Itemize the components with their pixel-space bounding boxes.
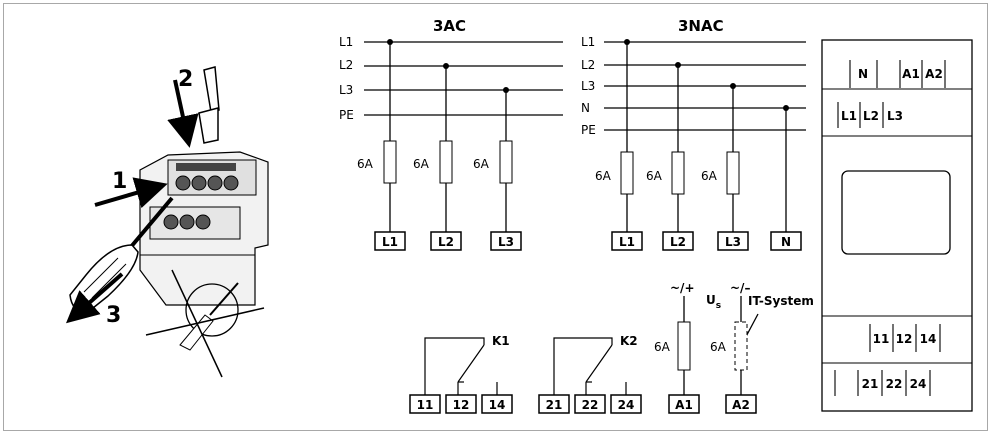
prohibited-usage-icon	[145, 269, 265, 378]
ac3-line-l2: L2	[339, 58, 353, 72]
device-label-24: 24	[910, 377, 927, 391]
svg-text:11: 11	[417, 398, 434, 412]
figure-frame	[3, 3, 988, 431]
nac3-line-n: N	[581, 101, 590, 115]
arrow-3-icon	[65, 272, 124, 324]
terminal-screws-row2-icon	[163, 214, 211, 230]
device-label-l3: L3	[887, 109, 903, 123]
relay-k2-terminal-22: 22	[574, 394, 606, 414]
nac3-network: 3NAC L1 L2 L3 N PE 6A 6A	[581, 17, 806, 251]
nac3-line-pe: PE	[581, 123, 596, 137]
ac3-fuse-1: 6A	[357, 140, 397, 184]
device-display-window	[841, 170, 951, 255]
terminal-a2: A2	[725, 394, 757, 414]
device-label-n: N	[858, 67, 868, 81]
fuse-a2-dashed	[734, 321, 748, 371]
supply-minus-label: ~/–	[730, 281, 750, 295]
nac3-title: 3NAC	[678, 17, 724, 35]
svg-text:L2: L2	[670, 235, 686, 249]
relay-k1-terminal-11: 11	[409, 394, 441, 414]
svg-text:A1: A1	[675, 398, 693, 412]
nac3-terminal-l3: L3	[717, 231, 749, 251]
ac3-title: 3AC	[433, 17, 466, 35]
arrow-2-icon	[167, 79, 199, 148]
nac3-terminal-n: N	[770, 231, 802, 251]
us-label: Us	[706, 293, 721, 311]
terminal-screws-row1-icon	[175, 175, 239, 191]
ac3-terminal-l2: L2	[430, 231, 462, 251]
ac3-network: 3AC L1 L2 L3 PE 6A 6A 6A	[339, 17, 563, 251]
ac3-line-pe: PE	[339, 108, 354, 122]
device-label-a1: A1	[902, 67, 920, 81]
device-housing-icon	[139, 151, 269, 306]
arrow-1-icon	[94, 177, 168, 209]
svg-text:A2: A2	[732, 398, 750, 412]
svg-text:L3: L3	[725, 235, 741, 249]
device-label-a2: A2	[925, 67, 943, 81]
relay-k2-terminal-24: 24	[610, 394, 642, 414]
svg-text:6A: 6A	[413, 157, 430, 171]
ac3-terminal-l1: L1	[374, 231, 406, 251]
svg-text:22: 22	[582, 398, 599, 412]
device-label-l1: L1	[841, 109, 857, 123]
fuse-a2-label: 6A	[710, 340, 727, 354]
installation-illustration: 1 2 3	[65, 66, 269, 378]
ac3-line-l3: L3	[339, 83, 353, 97]
nac3-terminal-l2: L2	[662, 231, 694, 251]
step-2-label: 2	[178, 67, 193, 92]
nac3-fuse-3: 6A	[701, 151, 740, 195]
supply-circuit: ~/+ ~/– Us IT-System 6A 6A A1 A2	[654, 281, 814, 414]
device-label-12: 12	[896, 332, 913, 346]
ac3-fuse-3: 6A	[473, 140, 513, 184]
svg-text:L3: L3	[498, 235, 514, 249]
svg-text:24: 24	[618, 398, 635, 412]
fuse-a1-label: 6A	[654, 340, 671, 354]
svg-text:6A: 6A	[646, 169, 663, 183]
svg-text:L2: L2	[438, 235, 454, 249]
svg-text:6A: 6A	[595, 169, 612, 183]
device-label-11: 11	[873, 332, 890, 346]
svg-text:14: 14	[489, 398, 506, 412]
device-label-22: 22	[886, 377, 903, 391]
step-3-label: 3	[106, 303, 121, 328]
terminal-a1: A1	[668, 394, 700, 414]
nac3-line-l2: L2	[581, 58, 595, 72]
svg-text:6A: 6A	[357, 157, 374, 171]
svg-text:N: N	[781, 235, 791, 249]
nac3-terminal-l1: L1	[611, 231, 643, 251]
relay-k1-terminal-14: 14	[481, 394, 513, 414]
fuse-a1	[677, 321, 691, 371]
svg-text:6A: 6A	[701, 169, 718, 183]
ac3-fuse-2: 6A	[413, 140, 453, 184]
device-label-l2: L2	[863, 109, 879, 123]
ac3-line-l1: L1	[339, 35, 353, 49]
device-label-14: 14	[920, 332, 937, 346]
svg-text:21: 21	[546, 398, 563, 412]
device-label-21: 21	[862, 377, 879, 391]
nac3-fuse-2: 6A	[646, 151, 685, 195]
relay-k2-terminal-21: 21	[538, 394, 570, 414]
svg-text:12: 12	[453, 398, 470, 412]
nac3-line-l1: L1	[581, 35, 595, 49]
svg-text:L1: L1	[382, 235, 398, 249]
screwdriver-top-icon	[198, 66, 220, 144]
device-front-view: N A1 A2 L1 L2 L3 11 12 14 21 22 24	[821, 39, 973, 412]
svg-text:6A: 6A	[473, 157, 490, 171]
relay-k1-terminal-12: 12	[445, 394, 477, 414]
relay-k1: K1 11 12 14	[409, 334, 513, 414]
nac3-line-l3: L3	[581, 79, 595, 93]
supply-plus-label: ~/+	[670, 281, 695, 295]
ac3-terminal-l3: L3	[490, 231, 522, 251]
relay-k2: K2 21 22 24	[538, 334, 642, 414]
relay-k1-label: K1	[492, 334, 510, 348]
svg-text:L1: L1	[619, 235, 635, 249]
relay-k2-label: K2	[620, 334, 638, 348]
step-1-label: 1	[112, 169, 127, 194]
nac3-fuse-1: 6A	[595, 151, 634, 195]
it-system-label: IT-System	[748, 294, 814, 308]
